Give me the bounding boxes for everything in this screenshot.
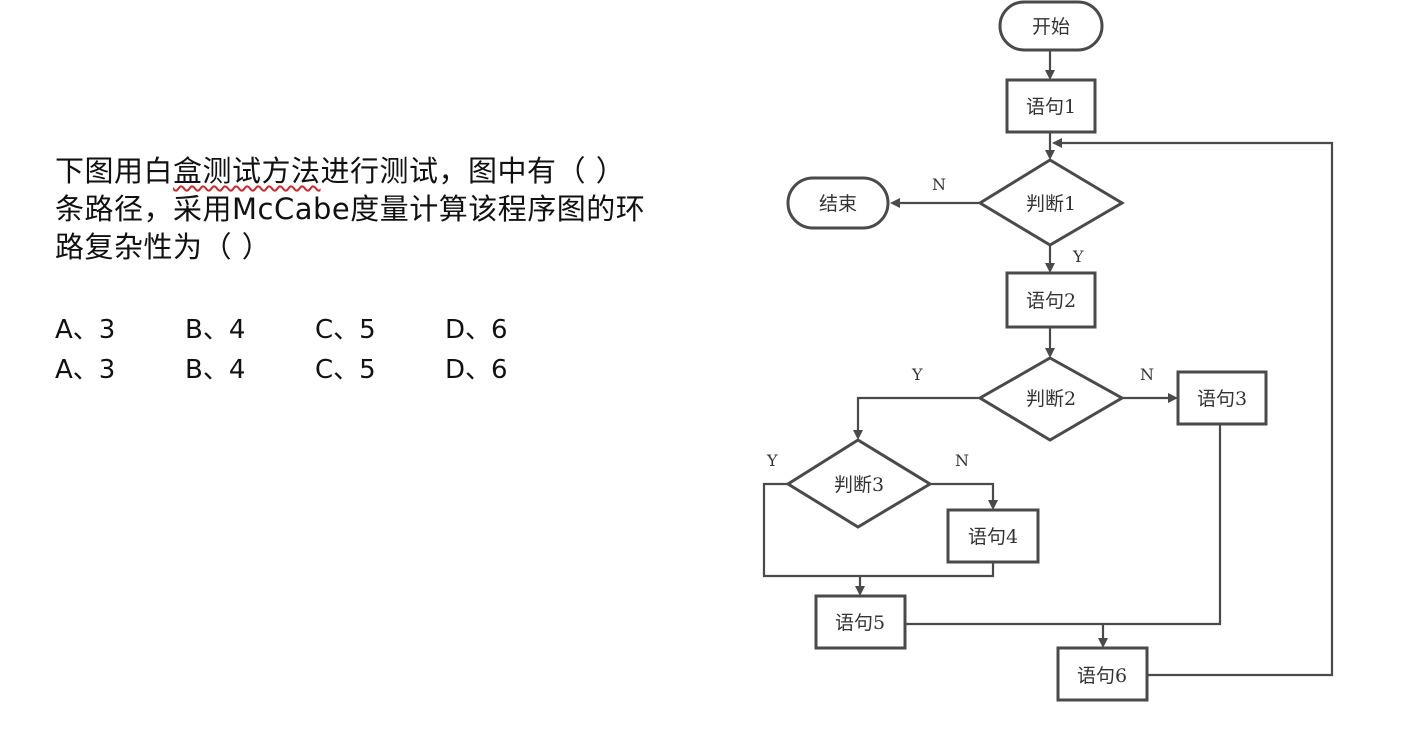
arrow-head [1045, 70, 1055, 80]
node-judge3: 判断3 [785, 438, 933, 529]
arrow-head [1045, 263, 1055, 273]
edge-label-judge2-yes: Y [911, 365, 923, 384]
question-line-2: 条路径，采用McCabe度量计算该程序图的环 [55, 192, 646, 226]
arrow-head [855, 586, 865, 596]
node-judge2: 判断2 [977, 356, 1126, 442]
node-stmt5-label: 语句5 [835, 612, 885, 634]
question-line-1-start: 下图用白 [55, 154, 174, 188]
node-judge1-label: 判断1 [1026, 193, 1076, 215]
node-stmt3: 语句3 [1176, 370, 1268, 426]
node-start-label: 开始 [1032, 16, 1070, 38]
options-row-2: A、3 B、4 C、5 D、6 [55, 352, 655, 392]
node-start: 开始 [998, 0, 1104, 52]
edge-stmt6-loop-back [1060, 141, 1334, 677]
node-stmt1-label: 语句1 [1026, 96, 1076, 118]
option-a[interactable]: A、3 [55, 315, 116, 345]
edge-stmt3-to-stmt6-merge [905, 424, 1222, 626]
option-c-repeat[interactable]: C、5 [315, 355, 376, 385]
edge-label-judge2-no: N [1140, 365, 1154, 384]
answer-options: A、3 B、4 C、5 D、6 A、3 B、4 C、5 D、6 [55, 312, 655, 392]
edge-label-judge1-yes: Y [1072, 247, 1084, 266]
question-line-1-end: 进行测试，图中有（ ） [320, 154, 626, 188]
node-stmt3-label: 语句3 [1197, 388, 1247, 410]
edge-label-judge3-yes: Y [766, 451, 778, 470]
edge-judge3-to-stmt4 [930, 482, 995, 502]
question-text: 下图用白盒测试方法进行测试，图中有（ ） 条路径，采用McCabe度量计算该程序… [55, 152, 695, 266]
option-b[interactable]: B、4 [185, 315, 246, 345]
edge-label-judge1-no: N [932, 175, 946, 194]
option-d[interactable]: D、6 [445, 315, 508, 345]
node-judge3-label: 判断3 [834, 474, 884, 496]
option-b-repeat[interactable]: B、4 [185, 355, 246, 385]
arrow-head [988, 500, 998, 510]
option-d-repeat[interactable]: D、6 [445, 355, 508, 385]
edge-judge3-yes-merge [762, 482, 995, 578]
node-stmt2: 语句2 [1005, 271, 1097, 329]
edge-judge2-to-judge3 [856, 396, 980, 432]
arrow-head [1045, 150, 1055, 160]
node-end-label: 结束 [819, 193, 857, 215]
spellcheck-underlined-text: 盒测试方法 [173, 154, 321, 188]
arrow-head [853, 430, 863, 440]
node-stmt4: 语句4 [946, 508, 1040, 564]
node-stmt2-label: 语句2 [1026, 290, 1076, 312]
arrow-head [1052, 138, 1062, 148]
node-stmt5: 语句5 [814, 594, 907, 650]
arrow-head [1045, 348, 1055, 358]
option-c[interactable]: C、5 [315, 315, 376, 345]
node-stmt1: 语句1 [1005, 78, 1097, 134]
edge-label-judge3-no: N [955, 451, 969, 470]
option-a-repeat[interactable]: A、3 [55, 355, 116, 385]
node-stmt6-label: 语句6 [1077, 665, 1127, 687]
arrow-head [1168, 393, 1178, 403]
node-end: 结束 [786, 176, 890, 230]
question-line-3: 路复杂性为（ ） [55, 230, 272, 264]
node-judge2-label: 判断2 [1026, 388, 1076, 410]
node-judge1: 判断1 [977, 158, 1125, 247]
flowchart-connectors [762, 50, 1334, 677]
question-line-1: 下图用白盒测试方法进行测试，图中有（ ） [55, 152, 695, 190]
node-stmt6: 语句6 [1056, 646, 1149, 702]
options-row-1: A、3 B、4 C、5 D、6 [55, 312, 655, 352]
arrow-head [890, 198, 900, 208]
node-stmt4-label: 语句4 [968, 526, 1018, 548]
arrow-head [1098, 638, 1108, 648]
